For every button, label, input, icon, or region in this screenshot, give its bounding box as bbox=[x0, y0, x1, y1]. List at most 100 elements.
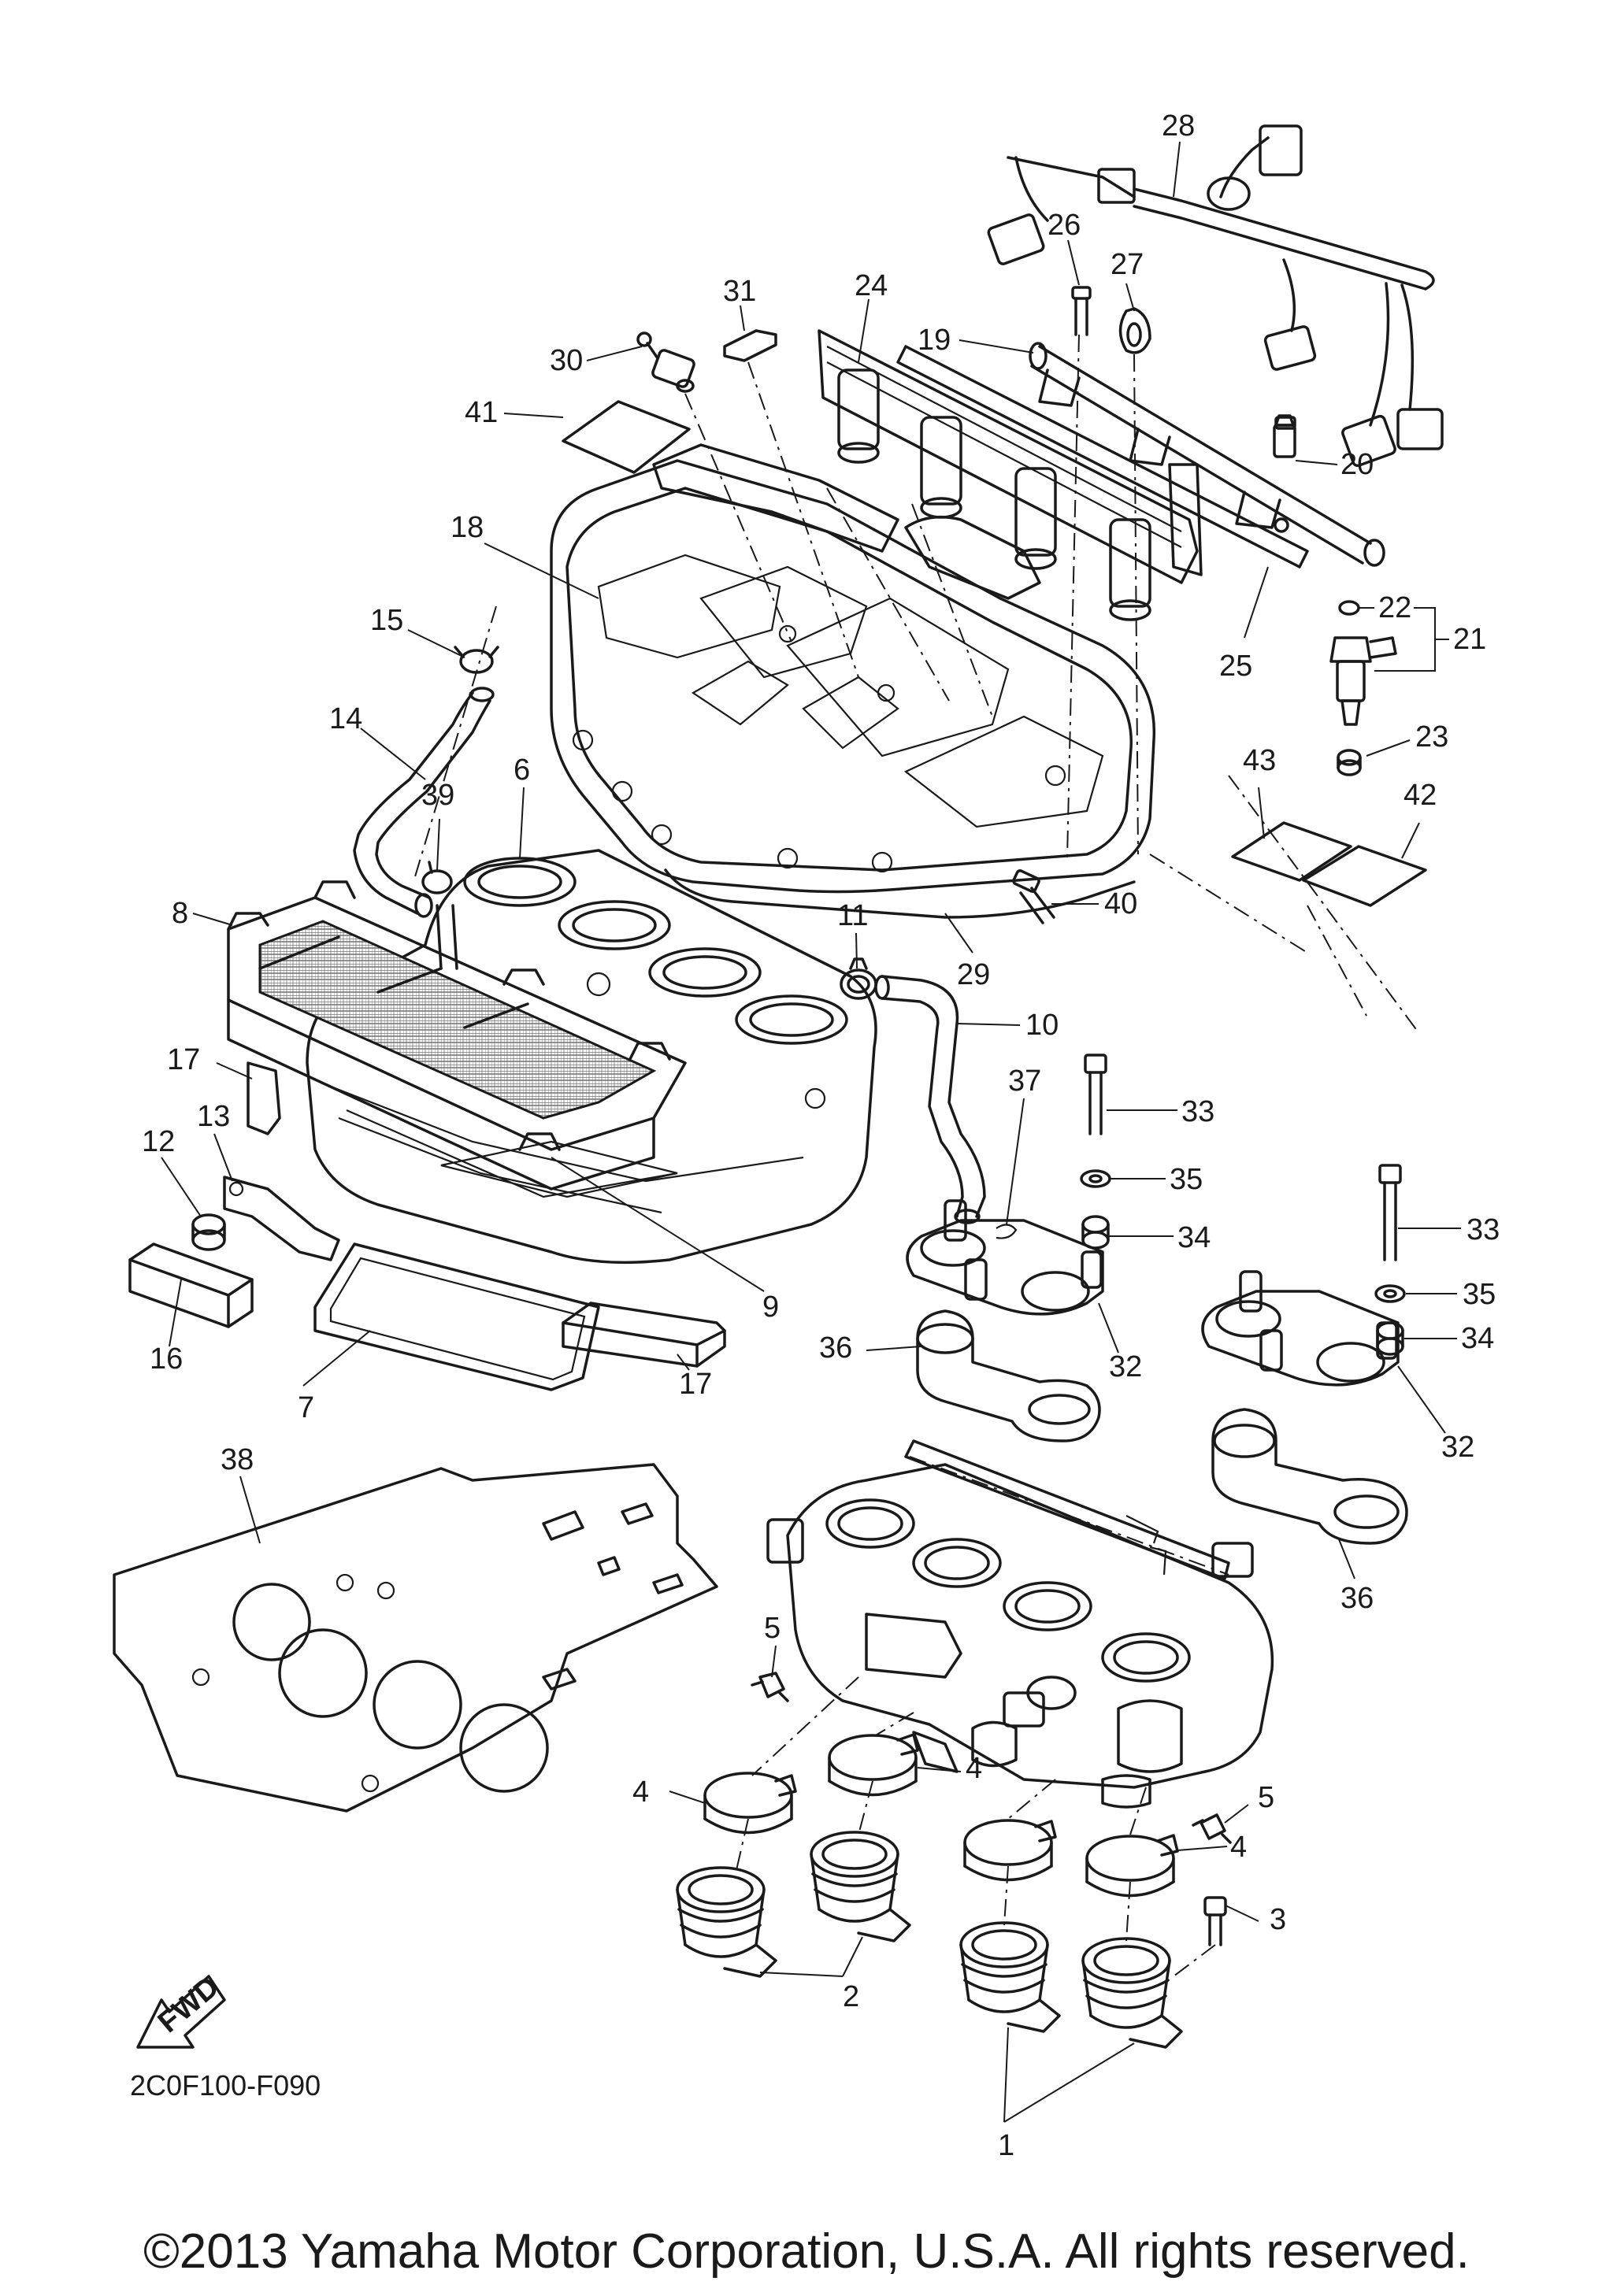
callout-39: 39 bbox=[421, 779, 454, 812]
ignition-coil-assembly bbox=[818, 329, 1203, 621]
callout-22: 22 bbox=[1378, 591, 1411, 624]
pad-31 bbox=[723, 329, 777, 362]
callout-20: 20 bbox=[1340, 448, 1374, 481]
sensor-5-left bbox=[751, 1672, 789, 1702]
air-box-gasket-7 bbox=[313, 1242, 600, 1391]
leader-lines bbox=[161, 141, 1461, 2123]
callout-28: 28 bbox=[1162, 109, 1195, 143]
joint-2-mid bbox=[810, 1831, 911, 1942]
callout-30: 30 bbox=[550, 344, 583, 377]
throttle-body-assembly bbox=[766, 1439, 1274, 1809]
callout-4-left: 4 bbox=[632, 1776, 649, 1809]
callout-4-mid: 4 bbox=[966, 1752, 982, 1785]
callout-5-right: 5 bbox=[1258, 1781, 1274, 1814]
callout-32-right: 32 bbox=[1441, 1431, 1474, 1464]
callout-38: 38 bbox=[221, 1443, 254, 1476]
fwd-arrow-icon bbox=[136, 1975, 226, 2049]
clip-39 bbox=[421, 861, 453, 894]
callout-34-right: 34 bbox=[1461, 1322, 1494, 1355]
drain-bracket-13 bbox=[223, 1176, 340, 1261]
callout-16: 16 bbox=[150, 1342, 183, 1376]
callout-43: 43 bbox=[1243, 744, 1276, 777]
callout-labels: 1 2 3 4 4 4 5 5 6 7 8 9 10 11 12 13 14 1… bbox=[142, 109, 1500, 2162]
hose-clamp-4-right-b bbox=[1085, 1834, 1179, 1898]
callout-18: 18 bbox=[451, 511, 484, 544]
callout-17-top: 17 bbox=[167, 1043, 200, 1076]
callout-15: 15 bbox=[370, 604, 403, 637]
coil-gasket bbox=[896, 345, 1309, 568]
sensor-5-right bbox=[1192, 1813, 1232, 1844]
clip-11 bbox=[840, 957, 877, 1000]
callout-35-right: 35 bbox=[1463, 1278, 1496, 1311]
sponge-17-bottom bbox=[562, 1302, 726, 1368]
label-sheets-42-43 bbox=[1231, 821, 1427, 907]
callout-25: 25 bbox=[1219, 650, 1252, 683]
callout-3: 3 bbox=[1270, 1903, 1286, 1936]
hose-clamp-4-left bbox=[703, 1772, 797, 1835]
callout-37: 37 bbox=[1008, 1065, 1041, 1098]
label-sheet-41 bbox=[562, 400, 691, 474]
callout-8: 8 bbox=[172, 897, 188, 930]
intake-joint-36-right bbox=[1211, 1408, 1408, 1545]
copyright-notice: ©2013 Yamaha Motor Corporation, U.S.A. A… bbox=[143, 2224, 1470, 2279]
callout-19: 19 bbox=[918, 324, 951, 357]
callout-32-left: 32 bbox=[1109, 1350, 1142, 1383]
callout-33-right: 33 bbox=[1467, 1213, 1500, 1246]
sensor-30 bbox=[636, 331, 695, 393]
breather-hose-14 bbox=[353, 687, 495, 918]
callout-31: 31 bbox=[723, 275, 756, 308]
insulator-sheet-38 bbox=[113, 1463, 718, 1813]
fuel-injector bbox=[1329, 600, 1397, 776]
drawing-code: 2C0F100-F090 bbox=[130, 2069, 321, 2102]
clip-15 bbox=[454, 646, 499, 674]
callout-12: 12 bbox=[142, 1125, 175, 1158]
fwd-label: FWD bbox=[152, 1970, 225, 2039]
callout-21: 21 bbox=[1453, 623, 1486, 656]
callout-17-bottom: 17 bbox=[679, 1368, 712, 1401]
callout-6: 6 bbox=[514, 754, 530, 787]
callout-14: 14 bbox=[329, 702, 362, 735]
joint-1-right bbox=[1081, 1937, 1183, 2049]
screw-3 bbox=[1203, 1896, 1227, 1946]
callout-24: 24 bbox=[855, 269, 888, 302]
callout-7: 7 bbox=[298, 1391, 314, 1424]
callout-29: 29 bbox=[957, 958, 990, 991]
callout-35-left: 35 bbox=[1170, 1163, 1203, 1196]
callout-40: 40 bbox=[1104, 887, 1137, 920]
joint-1-left bbox=[959, 1921, 1061, 2033]
callout-36-right: 36 bbox=[1340, 1582, 1374, 1615]
callout-2: 2 bbox=[843, 1980, 859, 2013]
callout-9: 9 bbox=[762, 1291, 779, 1324]
callout-42: 42 bbox=[1403, 779, 1437, 812]
callout-5-left: 5 bbox=[764, 1612, 781, 1645]
seal-9 bbox=[346, 1109, 678, 1198]
sponge-17-top bbox=[247, 1061, 281, 1135]
callout-36-left: 36 bbox=[819, 1331, 852, 1365]
callout-26: 26 bbox=[1048, 209, 1081, 242]
callout-33-left: 33 bbox=[1181, 1095, 1214, 1128]
wire-harness bbox=[987, 124, 1444, 468]
callout-41: 41 bbox=[465, 396, 498, 429]
callout-13: 13 bbox=[197, 1100, 230, 1133]
hose-clamp-4-right-a bbox=[963, 1819, 1057, 1882]
callout-4-right: 4 bbox=[1230, 1831, 1247, 1864]
callout-1: 1 bbox=[998, 2129, 1014, 2162]
sponge-16 bbox=[128, 1242, 254, 1328]
throttle-joint-set-right bbox=[1201, 1164, 1406, 1387]
drain-plug-12 bbox=[191, 1213, 226, 1251]
callout-10: 10 bbox=[1025, 1009, 1059, 1042]
air-box-cover bbox=[550, 443, 1156, 894]
top-fasteners bbox=[1071, 286, 1296, 430]
screw-40 bbox=[1012, 869, 1055, 924]
joint-2-left bbox=[676, 1866, 777, 1978]
breather-hose-10 bbox=[874, 975, 986, 1224]
callout-23: 23 bbox=[1415, 720, 1448, 754]
throttle-joint-set-left bbox=[906, 1054, 1111, 1316]
hose-clamp-4-mid bbox=[828, 1733, 919, 1797]
callout-11: 11 bbox=[837, 899, 868, 932]
clip-37 bbox=[996, 1224, 1018, 1239]
intake-joint-36-left bbox=[916, 1309, 1101, 1442]
callout-27: 27 bbox=[1111, 248, 1144, 281]
cover-seal-strip bbox=[664, 868, 1136, 919]
